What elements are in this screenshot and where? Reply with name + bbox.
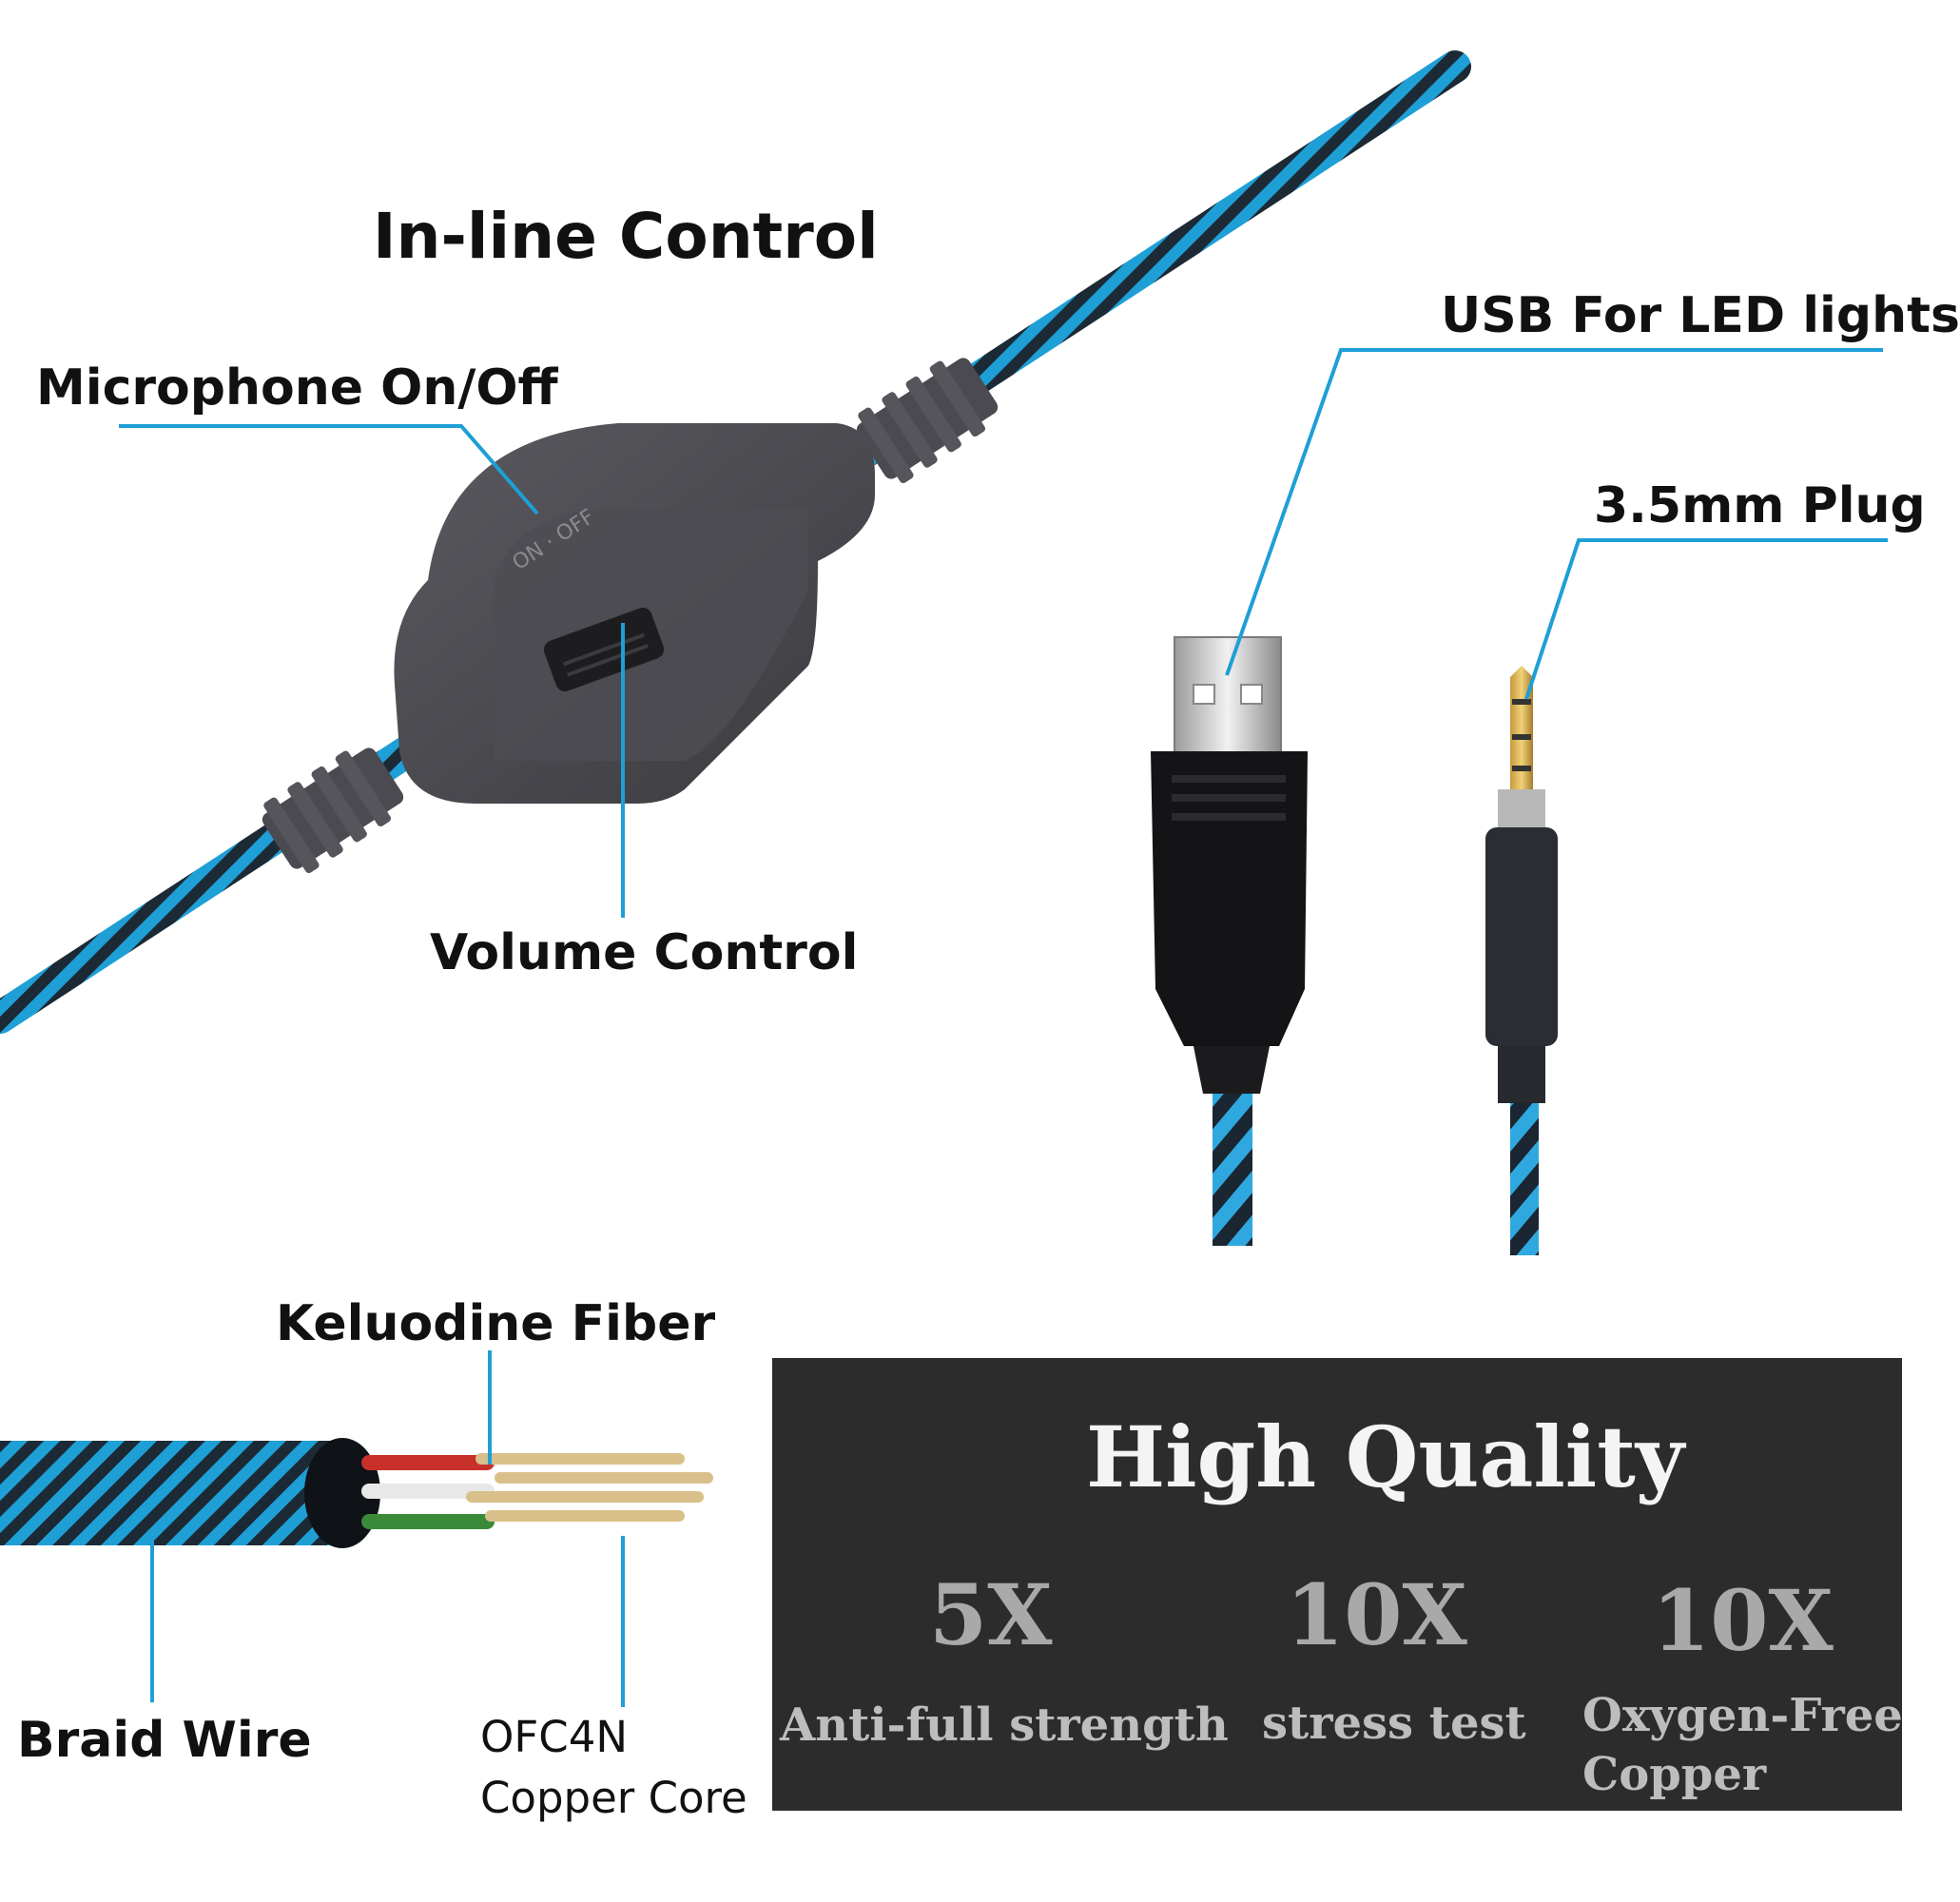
volume-label: Volume Control [430, 924, 859, 981]
fiber-label: Keluodine Fiber [276, 1295, 716, 1352]
audio-jack-icon [1485, 666, 1558, 1255]
product-illustration: ON · OFF [0, 50, 1888, 1707]
quality-panel: High Quality 5X 10X 10X Anti-full streng… [772, 1358, 1903, 1811]
quality-value-1: 5X [929, 1565, 1053, 1664]
cable-cross-section [0, 1438, 713, 1548]
quality-value-2: 10X [1286, 1565, 1467, 1664]
leader-usb [1225, 348, 1883, 676]
leader-lines [119, 348, 1888, 1707]
quality-value-3: 10X [1652, 1571, 1834, 1670]
ofc-label-line2: Copper Core [480, 1773, 747, 1823]
quality-desc-3-line1: Oxygen-Free [1582, 1689, 1903, 1742]
ofc-label-line1: OFC4N [480, 1712, 629, 1762]
quality-desc-1: Anti-full strength [780, 1698, 1229, 1752]
ofc-label: OFC4N Copper Core [480, 1707, 747, 1829]
quality-title: High Quality [1086, 1407, 1685, 1506]
usb-plug-icon [1151, 636, 1308, 1246]
quality-desc-3: Oxygen-Free Copper [1582, 1686, 1903, 1804]
main-cable: ON · OFF [0, 50, 1471, 1034]
microphone-label: Microphone On/Off [36, 359, 558, 417]
strain-relief-top [856, 358, 999, 484]
strain-relief-bottom [262, 747, 404, 874]
usb-label: USB For LED lights [1441, 287, 1960, 344]
plug-label: 3.5mm Plug [1594, 477, 1926, 534]
inline-control-title: In-line Control [373, 200, 879, 273]
leader-mic [119, 424, 539, 515]
quality-desc-3-line2: Copper [1582, 1748, 1767, 1801]
quality-desc-2: stress test [1262, 1697, 1526, 1750]
volume-wheel-icon[interactable] [541, 605, 667, 694]
leader-plug [1524, 538, 1888, 700]
braid-label: Braid Wire [17, 1712, 312, 1769]
